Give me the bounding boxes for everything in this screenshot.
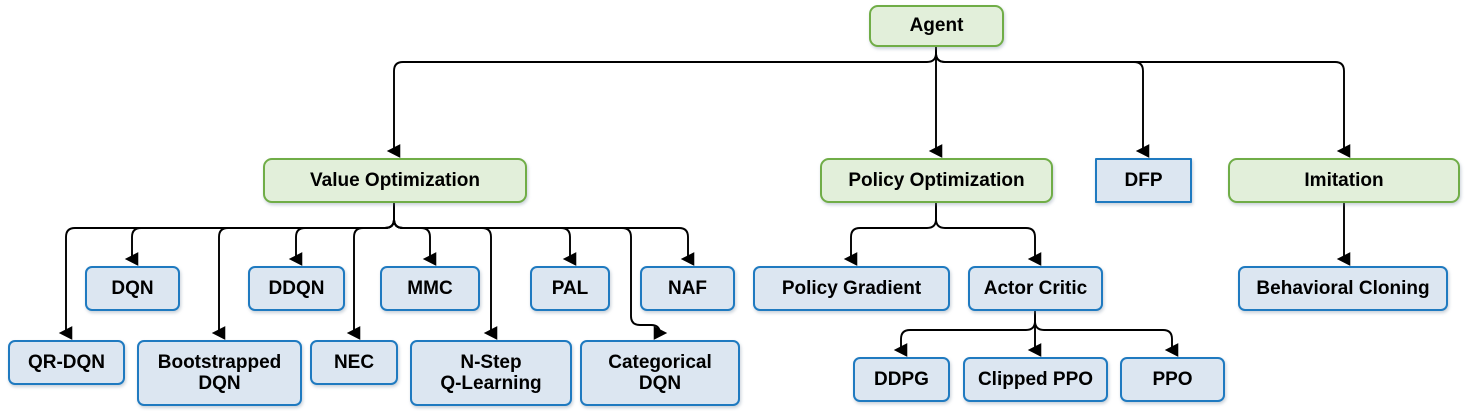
node-dfp[interactable]: DFP [1095,158,1192,203]
node-agent[interactable]: Agent [869,5,1004,47]
node-label-nec: NEC [333,351,375,373]
edge-value-optimization-to-categorical-dqn [393,203,668,340]
node-label-pal: PAL [551,277,589,299]
node-ddqn[interactable]: DDQN [248,266,345,311]
edge-policy-optimization-to-policy-gradient [843,203,937,266]
node-label-ddpg: DDPG [874,368,929,390]
node-label-n-step-q-learning: N-Step Q-Learning [440,351,542,394]
node-policy-optimization[interactable]: Policy Optimization [820,158,1053,203]
node-clipped-ppo[interactable]: Clipped PPO [963,357,1108,402]
node-label-ddqn: DDQN [268,277,325,299]
node-pal[interactable]: PAL [530,266,610,311]
node-behavioral-cloning[interactable]: Behavioral Cloning [1238,266,1448,311]
node-policy-gradient[interactable]: Policy Gradient [753,266,950,311]
edge-agent-to-imitation [935,47,1351,158]
node-ppo[interactable]: PPO [1120,357,1225,402]
node-label-mmc: MMC [407,277,453,299]
edge-actor-critic-to-ppo [1034,311,1179,357]
node-label-imitation: Imitation [1304,169,1384,191]
edge-value-optimization-to-naf [393,203,695,266]
node-label-value-optimization: Value Optimization [310,169,480,191]
node-label-policy-gradient: Policy Gradient [781,277,922,299]
node-value-optimization[interactable]: Value Optimization [263,158,527,203]
node-label-dqn: DQN [111,277,154,299]
edge-agent-to-value-optimization [386,47,937,158]
node-imitation[interactable]: Imitation [1228,158,1460,203]
node-actor-critic[interactable]: Actor Critic [968,266,1103,311]
edge-value-optimization-to-ddqn [288,203,395,266]
node-label-dfp: DFP [1124,169,1163,191]
node-label-clipped-ppo: Clipped PPO [977,368,1094,390]
node-n-step-q-learning[interactable]: N-Step Q-Learning [410,340,572,406]
node-label-naf: NAF [667,277,708,299]
node-categorical-dqn[interactable]: Categorical DQN [580,340,740,406]
node-label-behavioral-cloning: Behavioral Cloning [1256,277,1430,299]
edge-actor-critic-to-ddpg [893,311,1036,357]
edge-policy-optimization-to-actor-critic [935,203,1042,266]
node-label-policy-optimization: Policy Optimization [848,169,1025,191]
edge-value-optimization-to-pal [393,203,577,266]
node-dqn[interactable]: DQN [85,266,180,311]
node-bootstrapped-dqn[interactable]: Bootstrapped DQN [137,340,302,406]
node-naf[interactable]: NAF [640,266,735,311]
node-label-qr-dqn: QR-DQN [27,351,106,373]
node-ddpg[interactable]: DDPG [853,357,950,402]
node-label-agent: Agent [909,15,964,37]
node-mmc[interactable]: MMC [380,266,480,311]
edge-value-optimization-to-mmc [393,203,437,266]
node-label-categorical-dqn: Categorical DQN [608,351,712,394]
node-qr-dqn[interactable]: QR-DQN [8,340,125,385]
node-label-actor-critic: Actor Critic [983,277,1088,299]
node-nec[interactable]: NEC [310,340,398,385]
node-label-bootstrapped-dqn: Bootstrapped DQN [157,351,282,394]
node-label-ppo: PPO [1152,368,1193,390]
